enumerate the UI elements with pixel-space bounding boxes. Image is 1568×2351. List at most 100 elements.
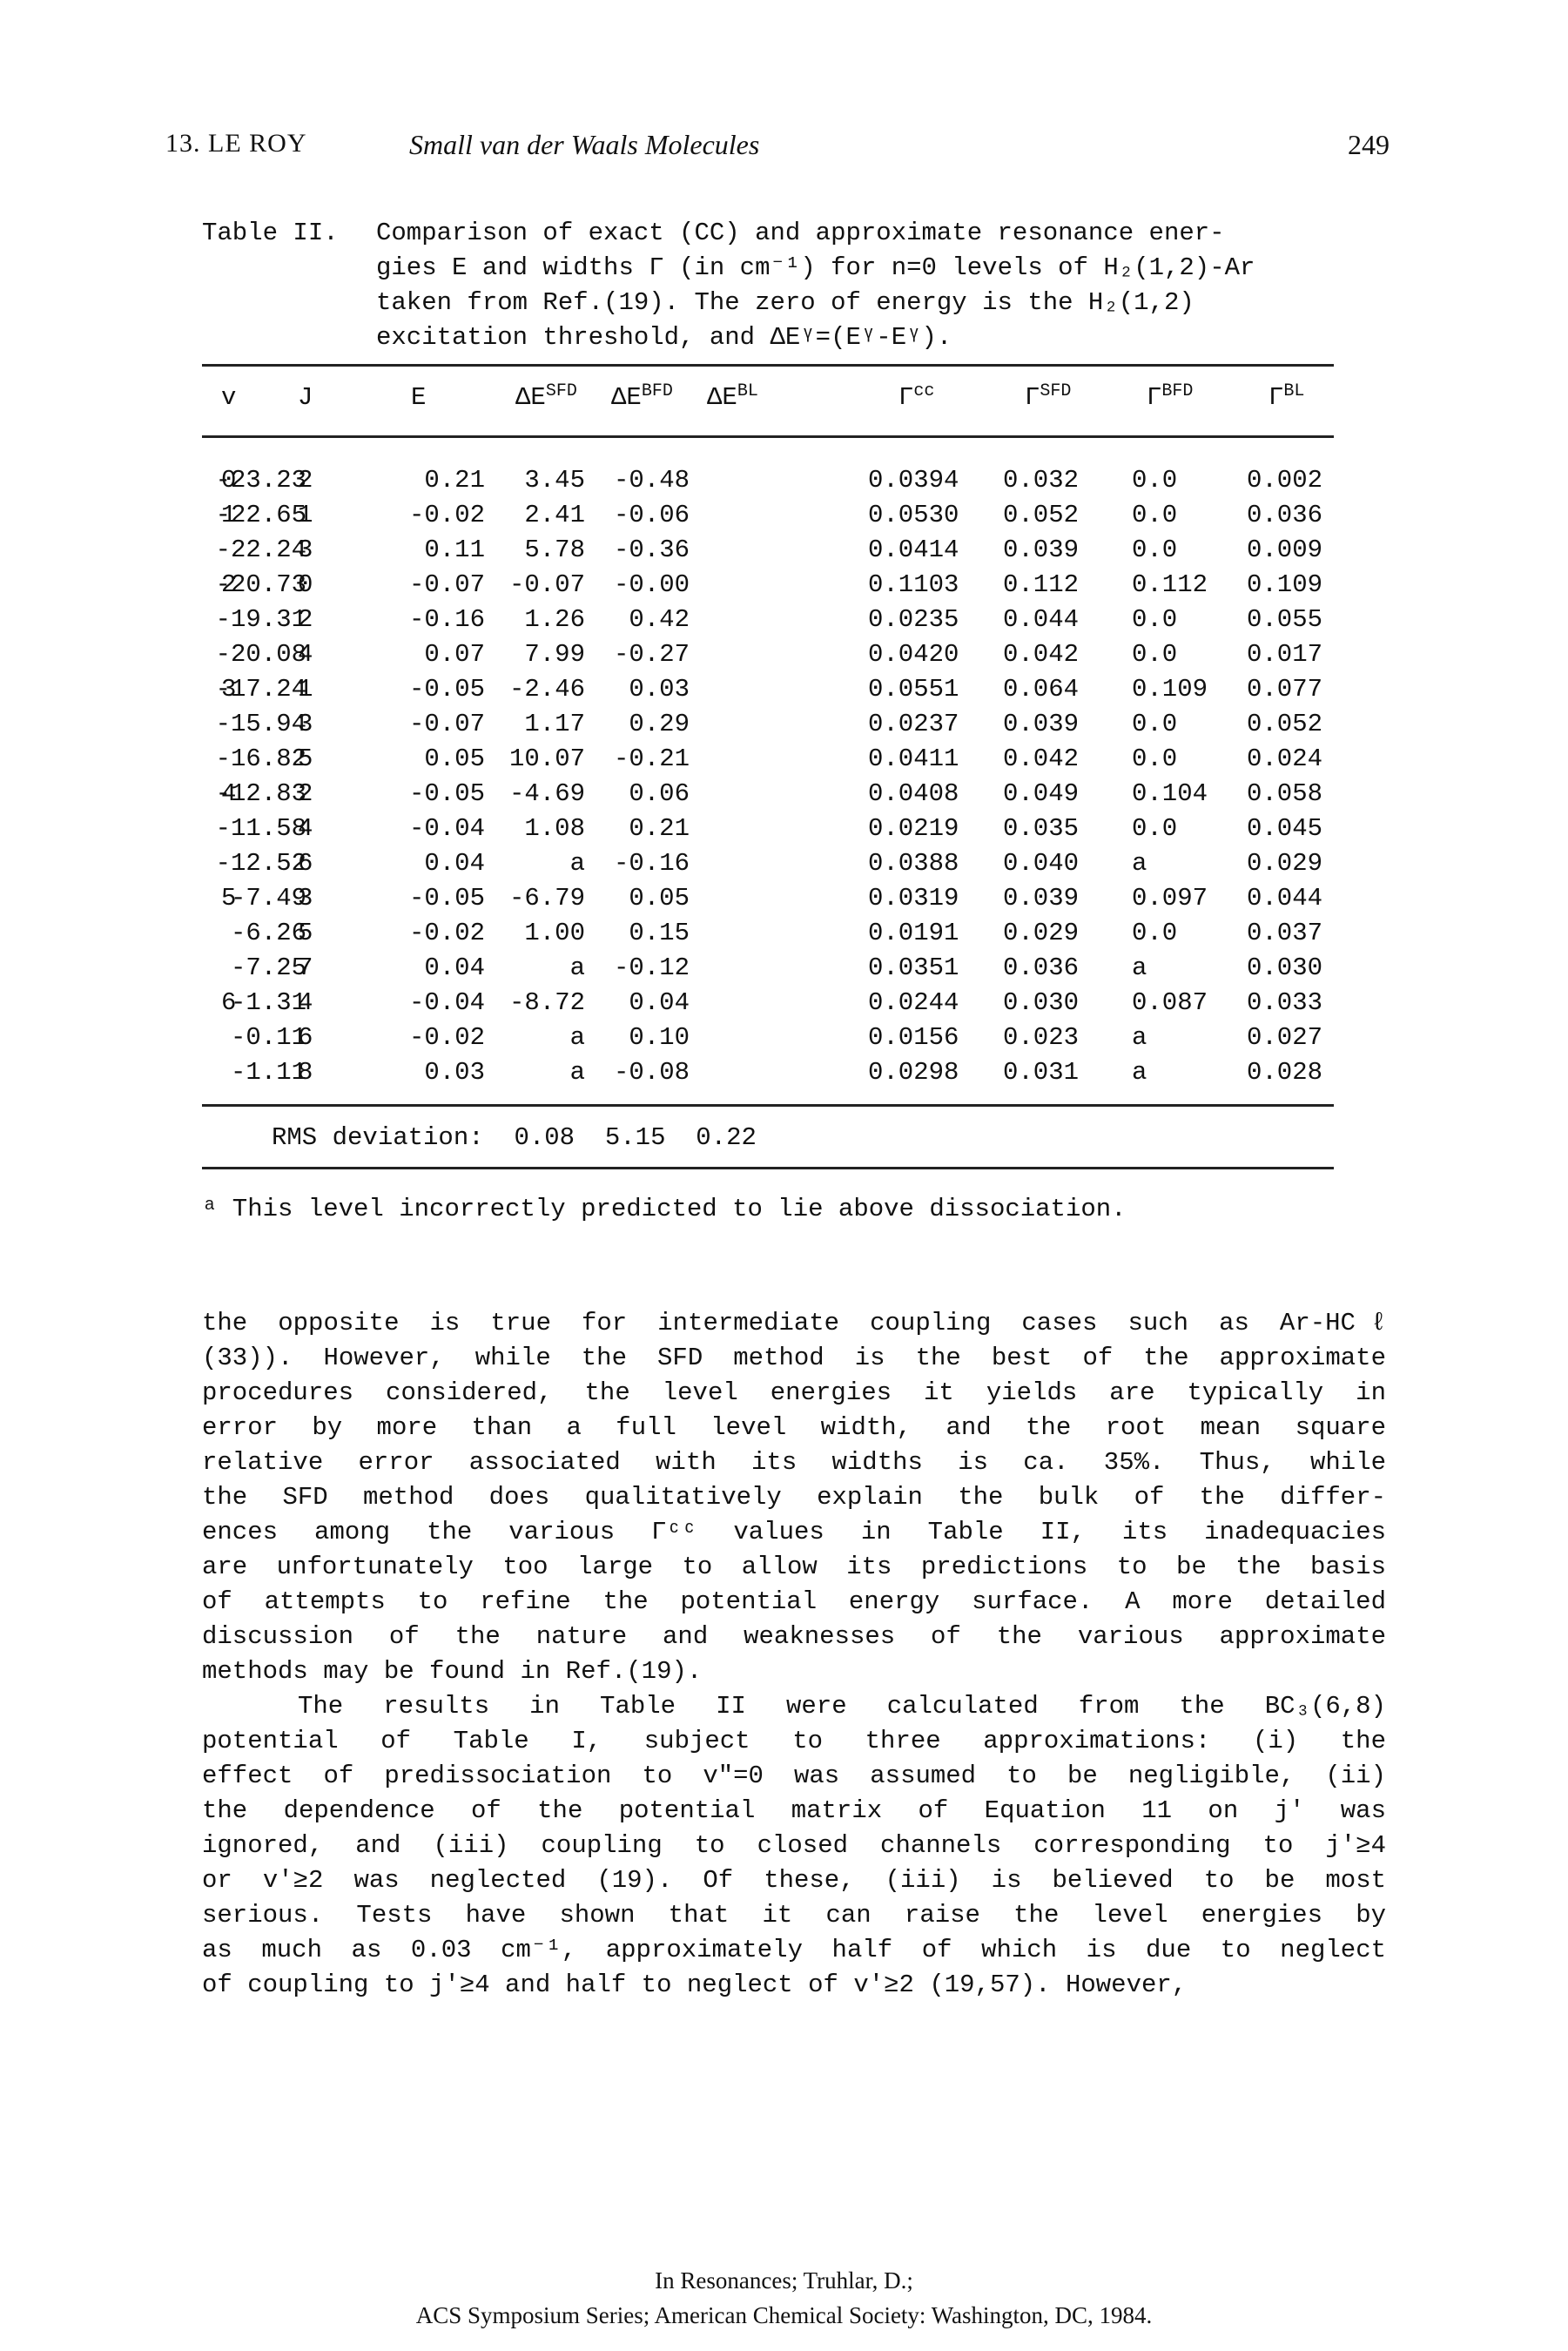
cell-de-sfd: -0.16 [408, 605, 485, 634]
cell-de-sfd: 0.03 [424, 1058, 485, 1087]
cell-g-sfd: 0.039 [1003, 536, 1080, 564]
cell-e: -20.08 [215, 640, 306, 669]
cell-de-sfd: 0.05 [424, 744, 485, 773]
footer-citation-line-2: ACS Symposium Series; American Chemical … [415, 2302, 1153, 2328]
cell-de-bfd: 5.78 [524, 536, 585, 564]
cell-g-cc: 0.0388 [868, 849, 959, 878]
cell-de-sfd: -0.04 [408, 988, 485, 1017]
cell-e: -22.24 [215, 536, 306, 564]
cell-g-cc: 0.0551 [868, 675, 959, 704]
cell-g-sfd: 0.052 [1003, 501, 1080, 529]
caption-label: Table II. [202, 219, 339, 247]
cell-e: -17.24 [215, 675, 306, 704]
header-g-cc: Γcc [898, 381, 935, 412]
page-number: 249 [1348, 129, 1390, 160]
header-j: J [298, 383, 313, 412]
cell-de-sfd: -0.07 [408, 710, 485, 738]
cell-g-sfd: 0.049 [1003, 779, 1080, 808]
cell-j: 2 [298, 605, 313, 634]
cell-e: -12.52 [215, 849, 306, 878]
text-line: serious. Tests have shown that it can ra… [202, 1901, 1386, 1930]
cell-j: 8 [298, 1058, 313, 1087]
cell-g-cc: 0.0156 [868, 1023, 959, 1052]
text-line: the SFD method does qualitatively explai… [202, 1483, 1386, 1512]
cell-g-cc: 0.0394 [868, 466, 959, 495]
cell-g-bfd: a [1132, 953, 1147, 982]
rms-rule [202, 1167, 1334, 1169]
cell-g-sfd: 0.023 [1003, 1023, 1080, 1052]
header-e: E [411, 383, 427, 412]
cell-j: 4 [298, 640, 313, 669]
cell-de-bfd: 10.07 [508, 744, 585, 773]
cell-v: 5 [221, 884, 237, 913]
header-g-bl: ΓBL [1269, 381, 1305, 412]
cell-v: 3 [221, 675, 237, 704]
cell-de-sfd: 0.11 [424, 536, 485, 564]
cell-e: -16.82 [215, 744, 306, 773]
cell-g-bl: 0.024 [1247, 744, 1323, 773]
cell-g-sfd: 0.030 [1003, 988, 1080, 1017]
caption-line: gies E and widths Γ (in cm⁻¹) for n=0 le… [376, 253, 1255, 282]
text-line: ignored, and (iii) coupling to closed ch… [202, 1831, 1386, 1860]
cell-de-bl: 0.42 [629, 605, 690, 634]
cell-de-bl: 0.04 [629, 988, 690, 1017]
cell-g-sfd: 0.029 [1003, 919, 1080, 947]
cell-g-cc: 0.0244 [868, 988, 959, 1017]
header-v: v [221, 383, 237, 412]
cell-g-bl: 0.009 [1247, 536, 1323, 564]
cell-de-sfd: 0.07 [424, 640, 485, 669]
cell-g-bfd: 0.0 [1132, 605, 1178, 634]
cell-j: 3 [298, 884, 313, 913]
caption-line: taken from Ref.(19). The zero of energy … [376, 288, 1195, 317]
cell-de-bl: -0.12 [613, 953, 690, 982]
text-line: The results in Table II were calculated … [298, 1692, 1386, 1721]
cell-de-bl: 0.05 [629, 884, 690, 913]
rms-deviation: RMS deviation: 0.08 5.15 0.22 [272, 1123, 757, 1152]
text-line: the dependence of the potential matrix o… [202, 1796, 1386, 1825]
text-line: or v'≥2 was neglected (19). Of these, (i… [202, 1866, 1386, 1895]
cell-de-bl: -0.08 [613, 1058, 690, 1087]
cell-g-bl: 0.052 [1247, 710, 1323, 738]
cell-de-bfd: 1.08 [524, 814, 585, 843]
cell-g-bfd: a [1132, 1058, 1147, 1087]
header-rule [202, 435, 1334, 438]
cell-e: -7.49 [230, 884, 306, 913]
cell-g-bl: 0.027 [1247, 1023, 1323, 1052]
cell-g-bfd: 0.0 [1132, 744, 1178, 773]
cell-de-sfd: -0.04 [408, 814, 485, 843]
cell-g-cc: 0.0237 [868, 710, 959, 738]
cell-de-bl: 0.15 [629, 919, 690, 947]
cell-de-bl: -0.48 [613, 466, 690, 495]
cell-e: -6.26 [230, 919, 306, 947]
cell-g-cc: 0.0219 [868, 814, 959, 843]
text-line: (33)). However, while the SFD method is … [202, 1344, 1386, 1372]
cell-de-bfd: 2.41 [524, 501, 585, 529]
cell-v: 6 [221, 988, 237, 1017]
cell-v: 2 [221, 570, 237, 599]
cell-e: -11.58 [215, 814, 306, 843]
cell-j: 6 [298, 849, 313, 878]
cell-de-bl: 0.03 [629, 675, 690, 704]
paragraph-1: the opposite is true for intermediate co… [202, 1306, 1386, 1689]
cell-g-sfd: 0.040 [1003, 849, 1080, 878]
cell-g-cc: 0.0298 [868, 1058, 959, 1087]
cell-g-bfd: 0.087 [1132, 988, 1208, 1017]
cell-de-bl: -0.06 [613, 501, 690, 529]
cell-g-cc: 0.0420 [868, 640, 959, 669]
text-line: discussion of the nature and weaknesses … [202, 1622, 1386, 1651]
cell-g-bfd: 0.0 [1132, 466, 1178, 495]
cell-g-bfd: 0.097 [1132, 884, 1208, 913]
text-line: relative error associated with its width… [202, 1448, 1386, 1477]
cell-de-bl: -0.27 [613, 640, 690, 669]
cell-g-sfd: 0.039 [1003, 884, 1080, 913]
cell-j: 5 [298, 919, 313, 947]
text-line: effect of predissociation to v"=0 was as… [202, 1762, 1386, 1790]
cell-de-bl: -0.36 [613, 536, 690, 564]
cell-e: -1.31 [230, 988, 306, 1017]
cell-de-bfd: a [569, 849, 585, 878]
cell-de-bfd: 7.99 [524, 640, 585, 669]
cell-g-bfd: a [1132, 1023, 1147, 1052]
